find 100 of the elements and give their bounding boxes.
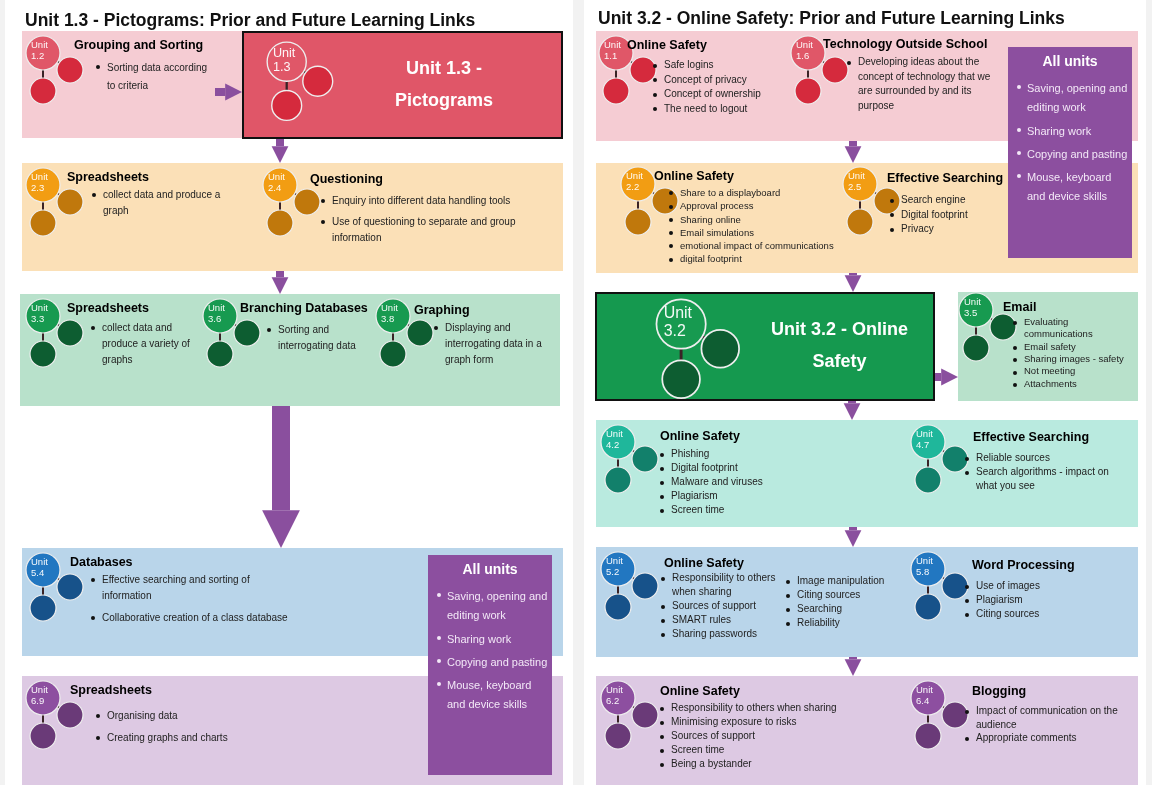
unit-badge-label: Unit 1.1 [604, 40, 622, 62]
unit-title-box [595, 292, 935, 401]
bullet-item: Sorting and interrogating data [264, 322, 369, 354]
bullet-item: Screen time [657, 743, 897, 757]
unit-badge-label: Unit 4.7 [916, 429, 934, 451]
unit-heading: Online Safety [660, 429, 740, 443]
bullet-item: Developing ideas about the concept of technology that we are surrounded by and its purpose [844, 55, 1002, 113]
bullet-item: Searching [783, 602, 898, 616]
bullet-item: Concept of ownership [650, 87, 785, 102]
section-band [596, 420, 1138, 527]
arrow [271, 139, 289, 163]
unit-badge-label: Unit 3.5 [964, 297, 982, 319]
bullet-item: Citing sources [783, 588, 898, 602]
bullet-item: Digital footprint [887, 207, 1002, 222]
unit-heading: Spreadsheets [67, 170, 149, 184]
arrow [262, 406, 300, 548]
bullet-item: Share to a displayboard [666, 186, 838, 200]
bullet-item: Image manipulation [783, 574, 898, 588]
bullet-item: Not meeting [1010, 365, 1136, 378]
unit-badge-label: Unit 5.4 [31, 557, 49, 579]
bullet-item: Sorting data according to criteria [93, 59, 211, 94]
unit-title-box [242, 31, 563, 139]
bullet-item: Sources of support [657, 729, 897, 743]
bullet-item: Use of questioning to separate and group information [318, 214, 553, 246]
unit-badge-label: Unit 5.2 [606, 556, 624, 578]
section-band [20, 294, 560, 406]
unit-heading: Spreadsheets [70, 683, 152, 697]
bullet-item: Use of images [962, 579, 1122, 593]
bullet-item: Appropriate comments [962, 731, 1127, 745]
bullet-item: Sharing online [666, 212, 838, 226]
bullet-item: Sources of support [658, 599, 780, 613]
bullet-item: Malware and viruses [657, 475, 857, 489]
all-units-panel [1008, 47, 1132, 258]
bullet-item: Saving, opening and editing work [436, 587, 548, 626]
bullet-item: Effective searching and sorting of information [88, 572, 288, 604]
unit-badge-label: Unit 2.3 [31, 172, 49, 194]
unit-heading: Questioning [310, 172, 383, 186]
arrow [271, 271, 289, 294]
bullet-item: Impact of communication on the audience [962, 704, 1127, 731]
section-band [596, 547, 1138, 657]
unit-badge-label: Unit 6.2 [606, 685, 624, 707]
bullet-item: SMART rules [658, 613, 780, 627]
bullet-item: Privacy [887, 222, 1002, 237]
unit-badge-label: Unit 3.2 [663, 303, 694, 341]
unit-badge-label: Unit 2.4 [268, 172, 286, 194]
bullet-item: Search engine [887, 193, 1002, 208]
bullet-item: Concept of privacy [650, 72, 785, 87]
unit-card [958, 292, 1138, 401]
bullet-item: Sharing work [436, 629, 548, 649]
bullet-item: Copying and pasting [1016, 144, 1128, 164]
unit-badge-label: Unit 3.6 [208, 303, 226, 325]
unit-heading: Online Safety [664, 556, 744, 570]
bullet-item: Attachments [1010, 377, 1136, 391]
section-band [22, 163, 563, 271]
bullet-item: Approval process [666, 199, 838, 213]
unit-badge-label: Unit 4.2 [606, 429, 624, 451]
unit-heading: Spreadsheets [67, 301, 149, 315]
unit-heading: Online Safety [627, 38, 707, 52]
unit-heading: Grouping and Sorting [74, 38, 204, 52]
unit-heading: Blogging [972, 684, 1027, 698]
unit-heading: Databases [70, 555, 133, 569]
bullet-item: Sharing images - safety [1010, 353, 1136, 366]
bullet-item: Organising data [93, 708, 393, 724]
unit-badge-label: Unit 6.9 [31, 685, 49, 707]
arrow [844, 527, 862, 547]
bullet-item: Responsibility to others when sharing [658, 571, 780, 599]
unit-heading: Branching Databases [240, 301, 368, 315]
section-band [596, 676, 1138, 785]
unit-badge-label: Unit 2.5 [848, 171, 866, 193]
bullet-item: Saving, opening and editing work [1016, 79, 1128, 118]
bullet-item: The need to logout [650, 101, 785, 116]
bullet-item: emotional impact of communications [666, 239, 838, 253]
bullet-item: collect data and produce a graph [89, 187, 229, 219]
bullet-item: collect data and produce a variety of graphs [88, 320, 198, 368]
bullet-item: Enquiry into different data handling tools [318, 193, 553, 209]
bullet-item: digital footprint [666, 252, 838, 266]
unit-badge-label: Unit 1.6 [796, 40, 814, 62]
bullet-item: Safe logins [650, 58, 785, 73]
bullet-item: Minimising exposure to risks [657, 715, 897, 729]
unit-title: Unit 3.2 - Online Safety [770, 318, 909, 373]
arrow [844, 657, 862, 676]
section-band [22, 31, 563, 138]
unit-badge-label: Unit 1.2 [31, 40, 49, 62]
unit-badge-label: Unit 1.3 [272, 45, 297, 75]
bullet-item: Copying and pasting [436, 652, 548, 672]
bullet-item: Reliable sources [962, 451, 1127, 465]
unit-heading: Effective Searching [887, 171, 1003, 185]
unit-badge-label: Unit 3.3 [31, 303, 49, 325]
arrow [844, 273, 862, 292]
unit-badge-label: Unit 3.8 [381, 303, 399, 325]
bullet-item: Responsibility to others when sharing [657, 701, 897, 715]
unit-heading: Technology Outside School [823, 37, 988, 51]
arrow [844, 141, 862, 163]
unit-title: Unit 1.3 - Pictograms [393, 57, 494, 112]
bullet-item: Phishing [657, 447, 857, 461]
bullet-item: Evaluating communications [1010, 316, 1136, 341]
page-title: Unit 3.2 - Online Safety: Prior and Future Learning Links [598, 8, 1065, 29]
bullet-item: Plagiarism [657, 489, 857, 503]
unit-badge-label: Unit 6.4 [916, 685, 934, 707]
bullet-item: Screen time [657, 503, 857, 517]
